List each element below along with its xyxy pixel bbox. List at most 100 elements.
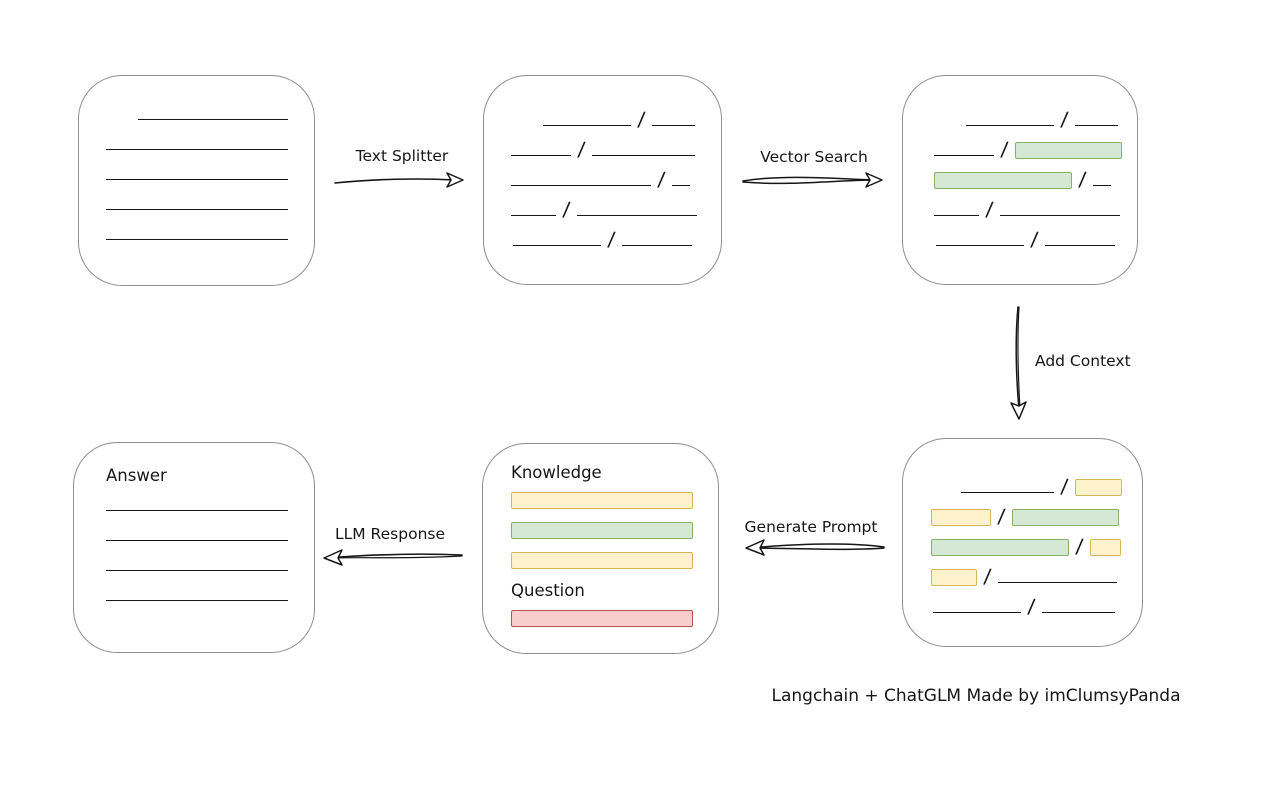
prompt-box: Knowledge Question	[482, 443, 719, 654]
segment-row: /	[929, 220, 1137, 252]
segment-row	[106, 557, 314, 587]
green-chunk	[934, 172, 1072, 189]
text-line	[1044, 245, 1115, 246]
green-chunk	[931, 539, 1069, 556]
segment-row	[106, 184, 314, 214]
segment-row	[106, 497, 314, 527]
text-line	[1074, 125, 1118, 126]
text-line	[1041, 612, 1115, 613]
segment-row	[106, 94, 314, 124]
text-line	[106, 509, 288, 511]
text-line	[651, 125, 695, 126]
segment-row: /	[931, 557, 1142, 588]
segment-row	[511, 546, 694, 576]
segment-row	[106, 587, 314, 617]
green-chunk	[1014, 142, 1122, 159]
segment-row	[106, 154, 314, 184]
knowledge-title: Knowledge	[511, 463, 602, 482]
text-line	[933, 612, 1021, 613]
text-line	[138, 119, 288, 120]
text-line	[513, 245, 601, 246]
yellow-chunk	[511, 552, 693, 569]
segment-row: /	[931, 467, 1142, 499]
red-chunk	[511, 610, 693, 627]
question-bar	[511, 604, 694, 634]
text-line	[961, 492, 1054, 493]
slash-separator: /	[996, 503, 1007, 529]
text-line	[106, 179, 288, 180]
text-line	[999, 215, 1120, 216]
text-line	[511, 215, 556, 216]
text-line	[106, 209, 288, 210]
slash-separator: /	[1059, 473, 1070, 499]
text-line	[511, 185, 651, 186]
slash-separator: /	[1026, 593, 1037, 619]
answer-title: Answer	[106, 466, 167, 485]
text-line	[621, 245, 692, 246]
text-line	[997, 582, 1117, 583]
add-context-label: Add Context	[1035, 352, 1131, 370]
yellow-chunk	[511, 492, 693, 509]
question-title: Question	[511, 581, 585, 600]
slash-separator: /	[984, 196, 995, 222]
segment-row	[511, 516, 694, 546]
split-text-rows: /////	[506, 100, 721, 252]
segment-row: /	[506, 160, 721, 192]
segment-row	[106, 124, 314, 154]
segment-row: /	[931, 527, 1142, 559]
segment-row: /	[506, 100, 721, 132]
text-line	[106, 599, 288, 601]
segment-row	[106, 214, 314, 244]
segment-row: /	[506, 190, 721, 221]
search-result-rows: / / / / /	[929, 100, 1137, 252]
text-line	[671, 185, 690, 186]
text-line	[543, 125, 631, 126]
llm-response-arrow-icon	[323, 549, 463, 566]
yellow-chunk	[931, 509, 991, 526]
slash-separator: /	[606, 226, 617, 252]
text-line	[936, 245, 1024, 246]
text-line	[106, 569, 288, 571]
text-line	[591, 155, 695, 156]
slash-separator: /	[1029, 226, 1040, 252]
answer-lines	[106, 497, 314, 617]
generate-prompt-label: Generate Prompt	[744, 518, 878, 536]
segment-row: /	[929, 190, 1137, 222]
yellow-chunk	[1089, 539, 1121, 556]
segment-row: /	[506, 220, 721, 252]
text-splitter-label: Text Splitter	[355, 147, 449, 165]
text-line	[934, 215, 979, 216]
answer-box: Answer	[73, 442, 315, 653]
text-line	[106, 149, 288, 150]
context-chunk-rows: /////	[931, 467, 1142, 619]
text-line	[511, 155, 571, 156]
add-context-arrow-icon	[1010, 306, 1027, 420]
text-line	[106, 239, 288, 240]
segment-row: /	[929, 160, 1137, 192]
segment-row	[106, 527, 314, 557]
vector-search-result-box: / / / / /	[902, 75, 1138, 285]
segment-row	[511, 604, 694, 634]
knowledge-bars	[511, 486, 694, 576]
slash-separator: /	[1074, 533, 1085, 559]
slash-separator: /	[656, 166, 667, 192]
text-line	[106, 539, 288, 541]
text-line	[934, 155, 994, 156]
yellow-chunk	[931, 569, 977, 586]
segment-row: /	[931, 497, 1142, 529]
slash-separator: /	[1059, 106, 1070, 132]
slash-separator: /	[999, 136, 1010, 162]
segment-row: /	[506, 130, 721, 161]
document-box	[78, 75, 315, 286]
green-chunk	[511, 522, 693, 539]
text-line	[966, 125, 1054, 126]
slash-separator: /	[1077, 166, 1088, 192]
document-lines	[106, 94, 314, 244]
split-text-box: /////	[483, 75, 722, 285]
segment-row: /	[929, 130, 1137, 162]
segment-row	[511, 486, 694, 516]
vector-search-arrow-icon	[742, 172, 883, 188]
segment-row: /	[929, 100, 1137, 132]
slash-separator: /	[636, 106, 647, 132]
